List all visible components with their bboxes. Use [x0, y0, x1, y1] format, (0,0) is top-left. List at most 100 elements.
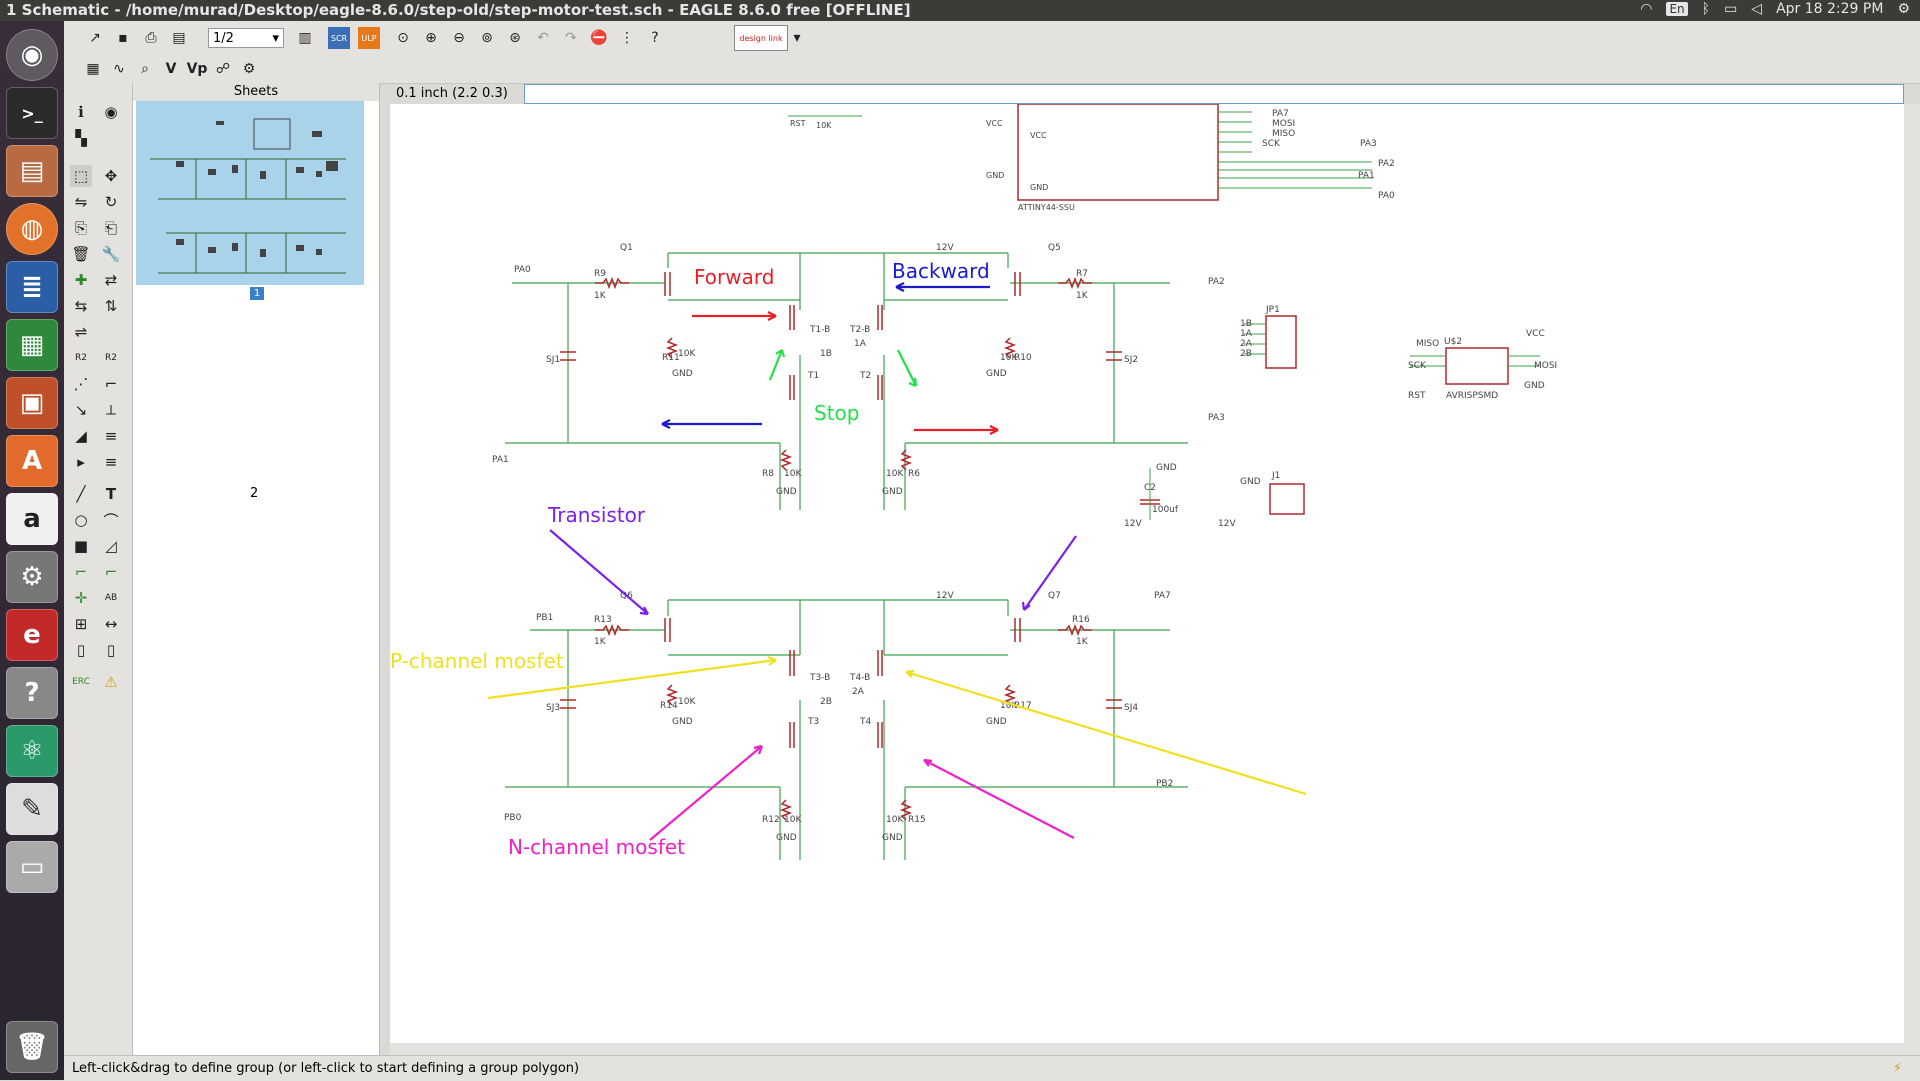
horizontal-scrollbar[interactable]	[390, 1043, 1920, 1055]
design-link-button[interactable]: design link	[734, 25, 788, 51]
open-icon[interactable]: ↗	[89, 30, 101, 46]
route-icon[interactable]: ☍	[215, 61, 231, 77]
cam-icon[interactable]: ▤	[172, 30, 186, 46]
zoom-fit-icon[interactable]: ⊙	[397, 30, 409, 46]
layers-icon[interactable]: ▚	[75, 129, 87, 147]
script-icon[interactable]: SCR	[328, 27, 350, 49]
port-icon[interactable]: ▯	[106, 641, 116, 659]
command-input[interactable]	[524, 84, 1904, 104]
invoke-icon[interactable]: ⇆	[74, 297, 88, 315]
impress-icon[interactable]: ▣	[6, 377, 58, 429]
drive-icon[interactable]: ▭	[6, 841, 58, 893]
design-link-dropdown-icon[interactable]: ▾	[793, 30, 801, 46]
add-part-icon[interactable]: ✚	[74, 271, 88, 289]
bluetooth-icon[interactable]: ᛒ	[1701, 1, 1711, 17]
atom-icon[interactable]: ⚛	[6, 725, 58, 777]
select-group-icon[interactable]: ⬚	[70, 165, 92, 187]
help-icon[interactable]: ?	[6, 667, 58, 719]
zoom-out-icon[interactable]: ⊖	[453, 30, 465, 46]
settings-icon[interactable]: ⚙	[242, 61, 256, 77]
delete-icon[interactable]: 🗑	[71, 245, 91, 263]
wire-style-icon[interactable]: ∿	[113, 61, 125, 77]
trash-icon[interactable]: 🗑	[6, 1021, 58, 1073]
pinswap-icon[interactable]: ⇌	[74, 323, 88, 341]
redo-icon[interactable]: ↷	[565, 30, 577, 46]
copy-icon[interactable]: ⎘	[74, 219, 87, 237]
stop-icon[interactable]: ⛔	[590, 30, 608, 46]
sheet-select[interactable]: 1/2▾	[208, 28, 284, 48]
erc-icon[interactable]: ERC	[72, 677, 90, 687]
wifi-icon[interactable]: ◠	[1640, 1, 1653, 17]
software-center-icon[interactable]: A	[6, 435, 58, 487]
schematic-canvas[interactable]: ATTINY44-SSU GND VCC VCC GND RST 10K PA7…	[390, 103, 1904, 1043]
mirror-icon[interactable]: ⇋	[74, 193, 88, 211]
file-manager-icon[interactable]: ▤	[6, 145, 58, 197]
lightning-icon[interactable]: ⚡	[1892, 1061, 1902, 1076]
voltage-probe-icon[interactable]: Vp	[186, 61, 208, 77]
warning-icon[interactable]: ⚠	[104, 673, 118, 691]
amazon-icon[interactable]: a	[6, 493, 58, 545]
save-icon[interactable]: ▪	[118, 30, 128, 46]
clock[interactable]: Apr 18 2:29 PM	[1776, 1, 1884, 17]
undo-icon[interactable]: ↶	[537, 30, 549, 46]
sheet-2-label[interactable]: 2	[250, 486, 259, 501]
go-icon[interactable]: ⋮	[620, 30, 634, 46]
ubuntu-dash-icon[interactable]: ◉	[6, 29, 58, 81]
arc-icon[interactable]: ⌒	[103, 511, 119, 530]
firefox-icon[interactable]: ◍	[6, 203, 58, 255]
polygon-icon[interactable]: ◿	[105, 537, 117, 555]
split-icon[interactable]: ⋰	[73, 375, 89, 393]
grid-icon[interactable]: ▦	[86, 61, 100, 77]
name-icon[interactable]: R2	[75, 353, 87, 363]
value-icon[interactable]: V	[165, 61, 177, 77]
probe-icon[interactable]: ⌕	[141, 61, 149, 77]
text-editor-icon[interactable]: ✎	[6, 783, 58, 835]
board-icon[interactable]: ▥	[298, 30, 312, 46]
keyboard-indicator[interactable]: En	[1666, 2, 1688, 16]
move-icon[interactable]: ✥	[104, 167, 118, 185]
vertical-scrollbar[interactable]	[1904, 104, 1920, 1043]
replace-icon[interactable]: ⇄	[104, 271, 118, 289]
zoom-redraw-icon[interactable]: ⊚	[481, 30, 493, 46]
module-icon[interactable]: ▯	[76, 641, 86, 659]
help-icon[interactable]: ?	[651, 30, 659, 46]
line-icon[interactable]: ╱	[76, 485, 86, 503]
sheet-1-label[interactable]: 1	[250, 287, 264, 300]
gateswap-icon[interactable]: ⇅	[104, 297, 118, 315]
smash-icon[interactable]: ↘	[74, 401, 88, 419]
optimize-icon[interactable]: ◢	[75, 427, 87, 445]
net-label-icon[interactable]: AB	[104, 593, 118, 603]
rotate-icon[interactable]: ↻	[104, 193, 118, 211]
net-icon[interactable]: ⌐	[74, 563, 88, 581]
eagle-icon[interactable]: e	[6, 609, 58, 661]
volume-icon[interactable]: ◁	[1751, 1, 1763, 17]
circle-icon[interactable]: ○	[74, 511, 88, 529]
bus-icon[interactable]: ▸	[77, 453, 85, 471]
info-icon[interactable]: ℹ	[78, 103, 84, 121]
frame-icon[interactable]: ⊞	[74, 615, 88, 633]
terminal-icon[interactable]: >_	[6, 87, 58, 139]
settings-gear-icon[interactable]: ⚙	[1897, 1, 1910, 17]
wrench-icon[interactable]: 🔧	[101, 245, 121, 263]
ulp-icon[interactable]: ULP	[358, 27, 380, 49]
change-icon[interactable]: ⟂	[105, 401, 116, 419]
text-icon[interactable]: T	[105, 485, 117, 503]
zoom-in-icon[interactable]: ⊕	[425, 30, 437, 46]
show-icon[interactable]: ◉	[104, 103, 118, 121]
writer-icon[interactable]: ≣	[6, 261, 58, 313]
bus-tool-icon[interactable]: ⌐	[104, 563, 118, 581]
dimension-icon[interactable]: ↔	[104, 615, 118, 633]
miter-icon[interactable]: ⌐	[104, 375, 118, 393]
junction-icon[interactable]: ✛	[74, 589, 88, 607]
print-icon[interactable]: ⎙	[145, 30, 157, 46]
label-tool-icon[interactable]: ≡	[104, 453, 118, 471]
value-tool-icon[interactable]: R2	[105, 353, 117, 363]
zoom-select-icon[interactable]: ⊛	[509, 30, 521, 46]
rect-icon[interactable]: ■	[73, 537, 89, 555]
battery-icon[interactable]: ▭	[1724, 1, 1738, 17]
attribute-icon[interactable]: ≡	[104, 427, 118, 445]
calc-icon[interactable]: ▦	[6, 319, 58, 371]
paste-icon[interactable]: ⎗	[104, 219, 117, 237]
sheet-thumbnail-1[interactable]	[136, 101, 364, 285]
system-settings-icon[interactable]: ⚙	[6, 551, 58, 603]
